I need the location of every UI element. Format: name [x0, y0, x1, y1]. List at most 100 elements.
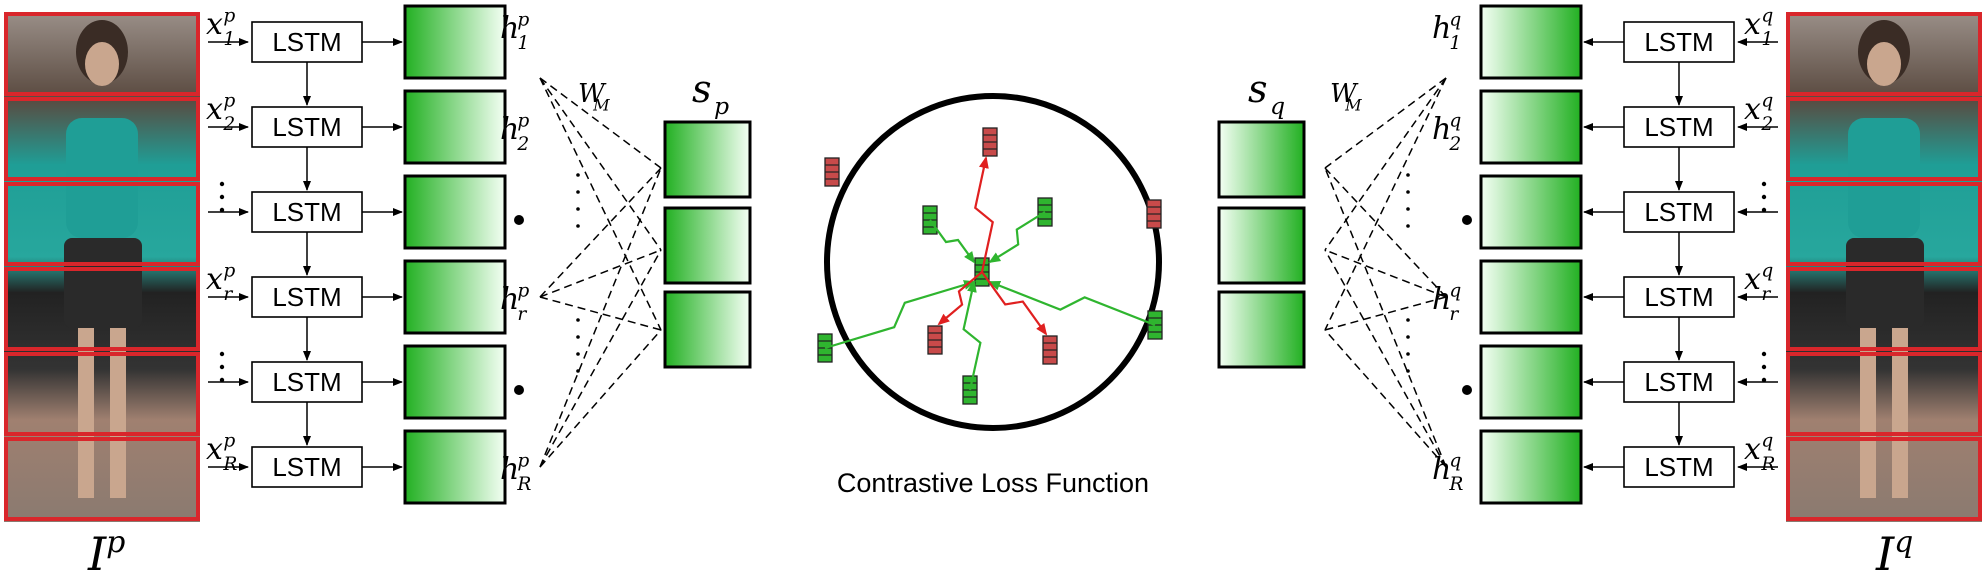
attract-arrow — [962, 280, 982, 391]
weight-connection — [1324, 249, 1447, 298]
image-stripe-frame — [1786, 267, 1982, 351]
image-stripe-frame — [1786, 437, 1982, 521]
hidden-state-box — [403, 89, 507, 165]
leg-shape — [78, 328, 94, 498]
ellipsis-dot — [1761, 351, 1767, 357]
face-shape — [85, 42, 119, 86]
weight-connection — [539, 167, 662, 298]
weight-connection — [539, 167, 662, 468]
face-shape — [1867, 42, 1901, 86]
lstm-cell: LSTM — [251, 21, 363, 63]
hidden-state-box — [403, 259, 507, 335]
leg-shape — [1892, 328, 1908, 498]
image-stripe-frame — [4, 352, 200, 436]
image-stripe-frame — [4, 437, 200, 521]
negative-feature-outside — [1146, 199, 1162, 229]
ellipsis-dot — [576, 335, 580, 339]
leg-shape — [1860, 328, 1876, 498]
lstm-box — [251, 361, 363, 403]
ellipsis-dot — [1406, 318, 1410, 322]
hidden-state-box — [403, 4, 507, 80]
image-stripe-frame — [4, 12, 200, 96]
image-stripe-frame — [4, 182, 200, 266]
contrastive-loss-panel: Contrastive Loss Function — [817, 93, 1163, 498]
repel-arrow — [974, 156, 994, 273]
ellipsis-dot — [219, 207, 225, 213]
ellipsis-dot — [1406, 335, 1410, 339]
lstm-box — [251, 106, 363, 148]
weight-connection — [539, 329, 662, 468]
output-box — [663, 290, 752, 369]
pedestrian-image — [4, 12, 200, 522]
image-stripe-frame — [1786, 12, 1982, 96]
weight-connection — [1324, 249, 1447, 468]
weight-connection — [539, 249, 662, 298]
output-box — [1217, 120, 1306, 199]
loss-caption: Contrastive Loss Function — [837, 468, 1149, 498]
lstm-label: LSTM — [1644, 452, 1713, 482]
lstm-cell: LSTM — [251, 276, 363, 318]
lstm-label: LSTM — [1644, 112, 1713, 142]
attract-arrow — [988, 211, 1046, 264]
ellipsis-dot — [1761, 207, 1767, 213]
ellipsis-dot — [576, 318, 580, 322]
weight-connection — [539, 77, 662, 251]
loss-circle — [824, 93, 1162, 431]
lstm-cell: LSTM — [1623, 276, 1735, 318]
negative-feature — [927, 325, 943, 355]
lstm-label: LSTM — [272, 112, 341, 142]
weight-label: WM — [1330, 79, 1362, 114]
ellipsis-dot — [576, 190, 580, 194]
lstm-label: LSTM — [1644, 367, 1713, 397]
weight-label: WM — [578, 79, 610, 114]
weight-connection — [1324, 167, 1447, 468]
weight-connection — [1324, 329, 1447, 468]
lstm-cell: LSTM — [1623, 106, 1735, 148]
ellipsis-dot — [1406, 352, 1410, 356]
hidden-state-box — [1479, 174, 1583, 250]
ellipsis-dot — [219, 351, 225, 357]
lstm-box — [1623, 446, 1735, 488]
lstm-cell: LSTM — [1623, 21, 1735, 63]
weight-connection — [539, 249, 662, 468]
ellipsis-dot — [1406, 190, 1410, 194]
output-box — [663, 120, 752, 199]
ellipsis-dot — [576, 173, 580, 177]
ellipsis-dot — [219, 194, 225, 200]
hidden-state-box — [1479, 259, 1583, 335]
lstm-box — [1623, 191, 1735, 233]
lstm-cell: LSTM — [251, 191, 363, 233]
negative-feature — [1042, 335, 1058, 365]
leg-shape — [110, 328, 126, 498]
ellipsis-dot — [219, 181, 225, 187]
lstm-cell: LSTM — [1623, 446, 1735, 488]
attract-arrow — [929, 219, 976, 264]
output-box — [663, 206, 752, 285]
hidden-state-box — [403, 429, 507, 505]
ellipsis-dot — [514, 215, 524, 225]
image-stripe-frame — [4, 97, 200, 181]
lstm-box — [251, 191, 363, 233]
hidden-state-box — [403, 344, 507, 420]
ellipsis-dot — [1462, 385, 1472, 395]
skirt-shape — [1846, 238, 1924, 328]
lstm-label: LSTM — [272, 452, 341, 482]
lstm-label: LSTM — [272, 197, 341, 227]
hidden-state-box — [1479, 429, 1583, 505]
ellipsis-dot — [576, 224, 580, 228]
